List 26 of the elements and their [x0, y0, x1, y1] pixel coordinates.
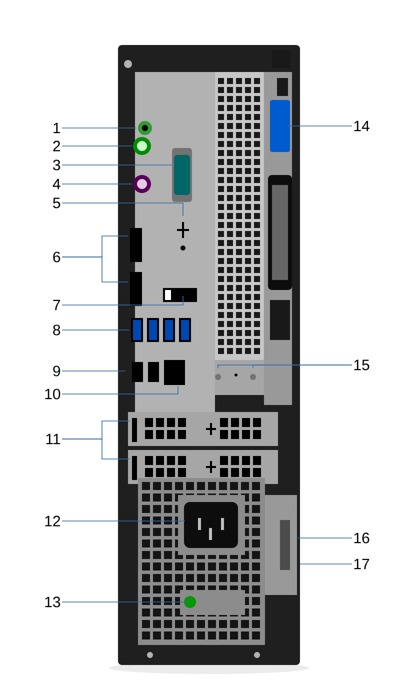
callout-number: 11 [46, 434, 60, 444]
callout-number: 17 [354, 558, 370, 570]
callout-number: 4 [52, 178, 60, 190]
leader-line [62, 296, 184, 306]
callout-number: 16 [354, 532, 370, 544]
callout-number: 6 [53, 252, 60, 262]
leader-line [62, 164, 172, 166]
callout-number: 10 [45, 388, 60, 400]
callout-number: 8 [53, 324, 60, 336]
leader-line [62, 202, 184, 216]
callout-number: 3 [53, 160, 60, 170]
callout-number: 15 [354, 360, 370, 370]
leader-line [62, 520, 186, 522]
callout-number: 14 [354, 120, 370, 132]
leader-line [218, 364, 352, 368]
callout-number: 5 [53, 198, 60, 208]
leader-line [62, 386, 178, 394]
leader-line [62, 370, 126, 372]
callout-number: 1 [54, 122, 60, 134]
callout-number: 9 [53, 366, 60, 376]
callout-number: 12 [45, 516, 60, 526]
callout-number: 2 [53, 140, 60, 152]
leader-line [62, 256, 128, 282]
callout-number: 13 [45, 596, 60, 608]
callout-number: 7 [53, 300, 60, 310]
leader-line [62, 438, 130, 460]
